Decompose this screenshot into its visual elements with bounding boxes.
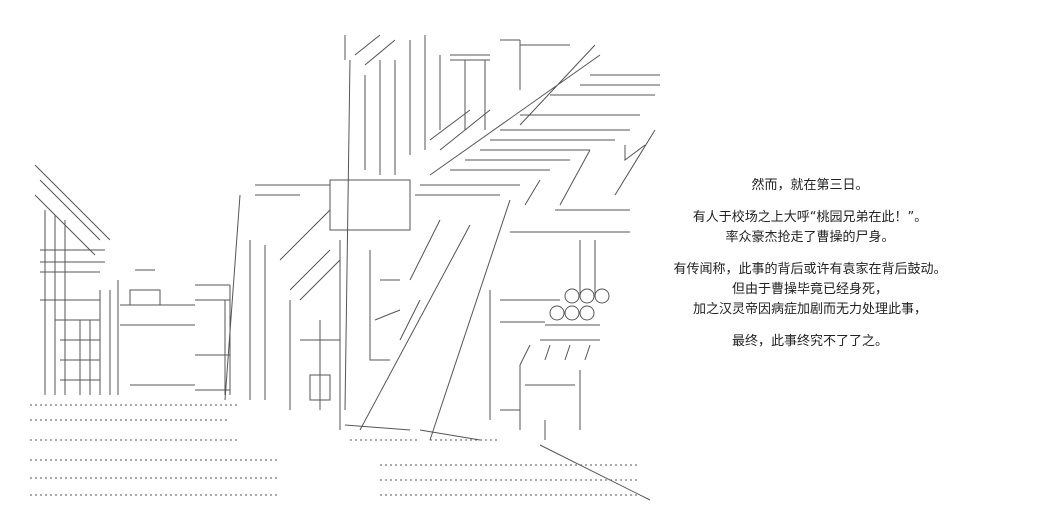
- left-building: [34, 164, 231, 395]
- caption-spacer: [600, 196, 1020, 208]
- caption-line-4: 有传闻称，此事的背后或许有袁家在背后鼓动。: [673, 262, 947, 277]
- caption-line-3: 率众豪杰抢走了曹操的尸身。: [725, 230, 895, 245]
- caption-line-7: 最终，此事终究不了了之。: [731, 334, 888, 349]
- caption-spacer: [600, 248, 1020, 260]
- road-edges: [344, 409, 651, 501]
- narration-caption: 然而，就在第三日。 有人于校场之上大呼“桃园兄弟在此！”。 率众豪杰抢走了曹操的…: [600, 176, 1020, 352]
- caption-line-2: 有人于校场之上大呼“桃园兄弟在此！”。: [692, 210, 928, 225]
- ground: [30, 404, 640, 496]
- caption-line-5: 但由于曹操毕竟已经身死，: [731, 282, 888, 297]
- caption-line-6: 加之汉灵帝因病症加剧而无力处理此事，: [692, 302, 927, 317]
- right-structure: [489, 209, 630, 440]
- perspective-lines: [359, 44, 660, 441]
- central-building: [224, 34, 570, 430]
- caption-spacer: [600, 320, 1020, 332]
- caption-line-1: 然而，就在第三日。: [751, 178, 869, 193]
